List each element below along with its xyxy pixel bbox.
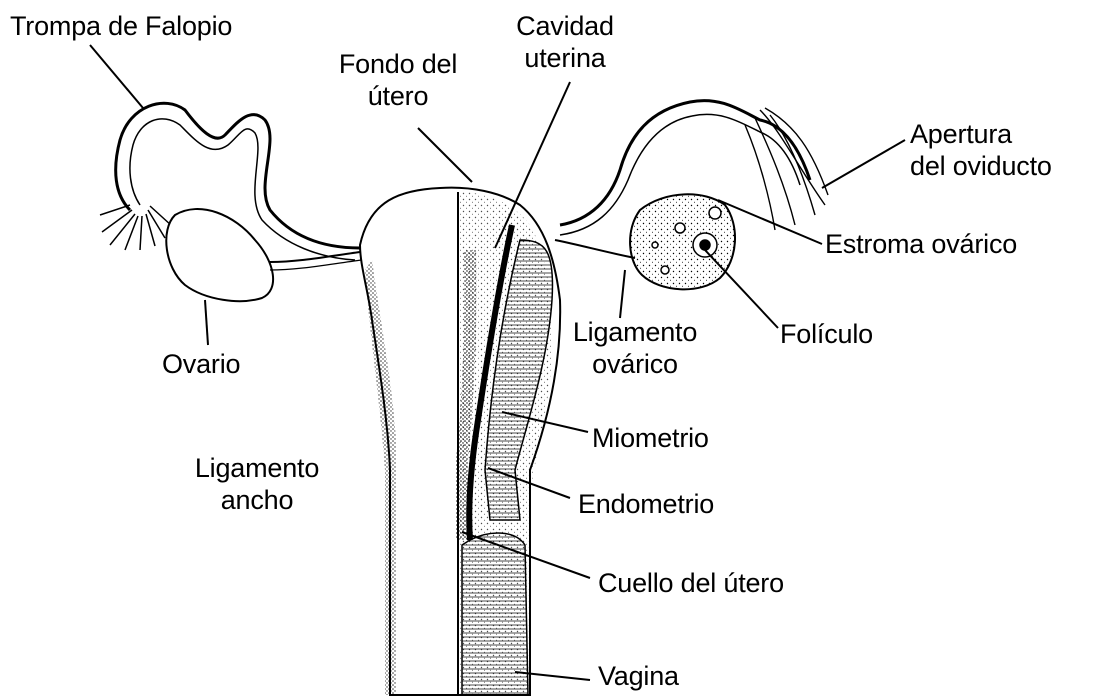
label-myometrium: Miometrio [592,422,709,454]
left-ovary [166,209,273,301]
label-oviduct-opening-line2: del oviducto [910,150,1052,182]
label-oviduct-opening-line1: Apertura [910,118,1052,150]
label-cervix: Cuello del útero [598,567,784,599]
label-follicle: Folículo [780,318,873,350]
label-uterine-cavity: Cavidad uterina [495,10,635,74]
label-uterine-fundus-line2: útero [318,80,478,112]
label-uterine-fundus-line1: Fondo del [318,48,478,80]
label-uterine-cavity-line2: uterina [495,42,635,74]
left-fimbriae [100,205,172,250]
label-ovary: Ovario [162,348,240,380]
label-fallopian-tube: Trompa de Falopio [10,10,232,42]
label-ovarian-ligament-line2: ovárico [565,348,705,380]
label-broad-ligament-line2: ancho [172,484,342,516]
label-uterine-cavity-line1: Cavidad [495,10,635,42]
right-fimbriae [745,108,828,230]
label-endometrium: Endometrio [578,488,714,520]
label-broad-ligament: Ligamento ancho [172,452,342,516]
cervix-canal [462,533,528,695]
label-oviduct-opening: Apertura del oviducto [910,118,1052,182]
label-broad-ligament-line1: Ligamento [172,452,342,484]
label-ovarian-stroma: Estroma ovárico [825,228,1017,260]
label-uterine-fundus: Fondo del útero [318,48,478,112]
label-vagina: Vagina [598,660,679,692]
label-ovarian-ligament: Ligamento ovárico [565,316,705,380]
label-ovarian-ligament-line1: Ligamento [565,316,705,348]
